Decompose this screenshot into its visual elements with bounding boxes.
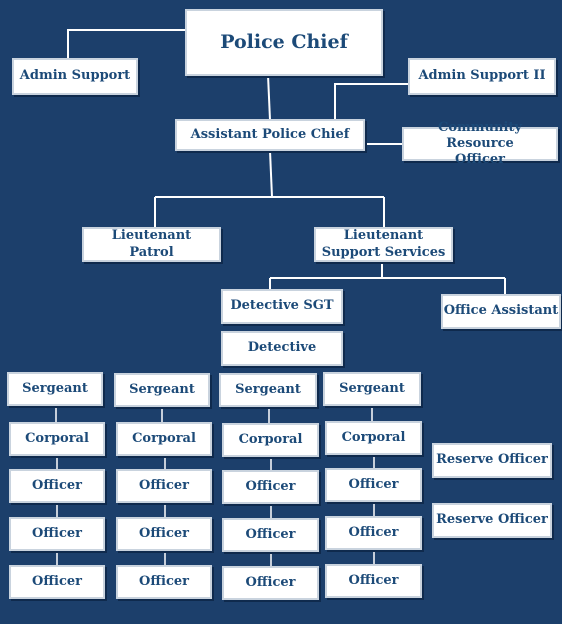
officer-label: Officer (32, 573, 82, 589)
officer-box: Officer (325, 468, 422, 502)
officer-box: Officer (222, 518, 319, 552)
admin-support-label: Admin Support (19, 68, 131, 84)
sergeant-box: Sergeant (114, 373, 210, 407)
corporal-label: Corporal (238, 431, 303, 447)
detective-label: Detective (247, 340, 317, 356)
lieutenant-support-services-box: Lieutenant Support Services (314, 227, 453, 262)
police-chief-label: Police Chief (220, 30, 348, 53)
officer-box: Officer (325, 516, 422, 550)
detective-sgt-box: Detective SGT (221, 289, 343, 324)
officer-box: Officer (222, 470, 319, 504)
sergeant-label: Sergeant (235, 381, 301, 397)
admin-support-ii-label: Admin Support II (418, 68, 546, 84)
officer-box: Officer (9, 565, 105, 599)
sergeant-label: Sergeant (129, 381, 195, 397)
lieutenant-patrol-box: Lieutenant Patrol (82, 227, 221, 262)
officer-label: Officer (139, 477, 189, 493)
sergeant-box: Sergeant (7, 372, 103, 406)
lieutenant-support-services-label: Lieutenant Support Services (321, 228, 446, 260)
admin-support-box: Admin Support (12, 58, 138, 95)
corporal-label: Corporal (132, 430, 196, 446)
corporal-box: Corporal (325, 421, 422, 455)
detective-sgt-label: Detective SGT (230, 298, 334, 314)
officer-label: Officer (139, 525, 189, 541)
detective-box: Detective (221, 331, 343, 366)
assistant-police-chief-label: Assistant Police Chief (190, 126, 350, 142)
officer-box: Officer (116, 565, 212, 599)
officer-label: Officer (348, 476, 399, 492)
officer-label: Officer (245, 478, 296, 494)
officer-label: Officer (245, 526, 296, 542)
sergeant-label: Sergeant (22, 380, 88, 396)
corporal-box: Corporal (116, 422, 212, 456)
officer-label: Officer (139, 573, 189, 589)
officer-label: Officer (32, 525, 82, 541)
admin-support-ii-box: Admin Support II (408, 58, 556, 95)
sergeant-box: Sergeant (219, 373, 317, 407)
officer-box: Officer (116, 517, 212, 551)
officer-box: Officer (9, 517, 105, 551)
reserve-officer-label: Reserve Officer (436, 512, 548, 528)
corporal-label: Corporal (341, 429, 406, 445)
office-assistant-label: Office Assistant (443, 303, 559, 319)
sergeant-box: Sergeant (323, 372, 421, 406)
corporal-label: Corporal (25, 430, 89, 446)
reserve-officer-box: Reserve Officer (432, 443, 552, 478)
office-assistant-box: Office Assistant (441, 294, 561, 329)
officer-label: Officer (32, 477, 82, 493)
corporal-box: Corporal (9, 422, 105, 456)
officer-box: Officer (9, 469, 105, 503)
assistant-police-chief-box: Assistant Police Chief (175, 119, 365, 151)
corporal-box: Corporal (222, 423, 319, 457)
lieutenant-patrol-label: Lieutenant Patrol (111, 228, 192, 260)
officer-label: Officer (348, 524, 399, 540)
officer-box: Officer (325, 564, 422, 598)
community-resource-officer-label: Community Resource Officer (438, 119, 522, 168)
officer-box: Officer (116, 469, 212, 503)
reserve-officer-label: Reserve Officer (436, 452, 548, 468)
community-resource-officer-box: Community Resource Officer (402, 120, 558, 167)
officer-label: Officer (348, 572, 399, 588)
officer-box: Officer (222, 566, 319, 600)
officer-label: Officer (245, 574, 296, 590)
police-chief-box: Police Chief (185, 9, 383, 76)
sergeant-label: Sergeant (339, 380, 405, 396)
reserve-officer-box: Reserve Officer (432, 503, 552, 538)
